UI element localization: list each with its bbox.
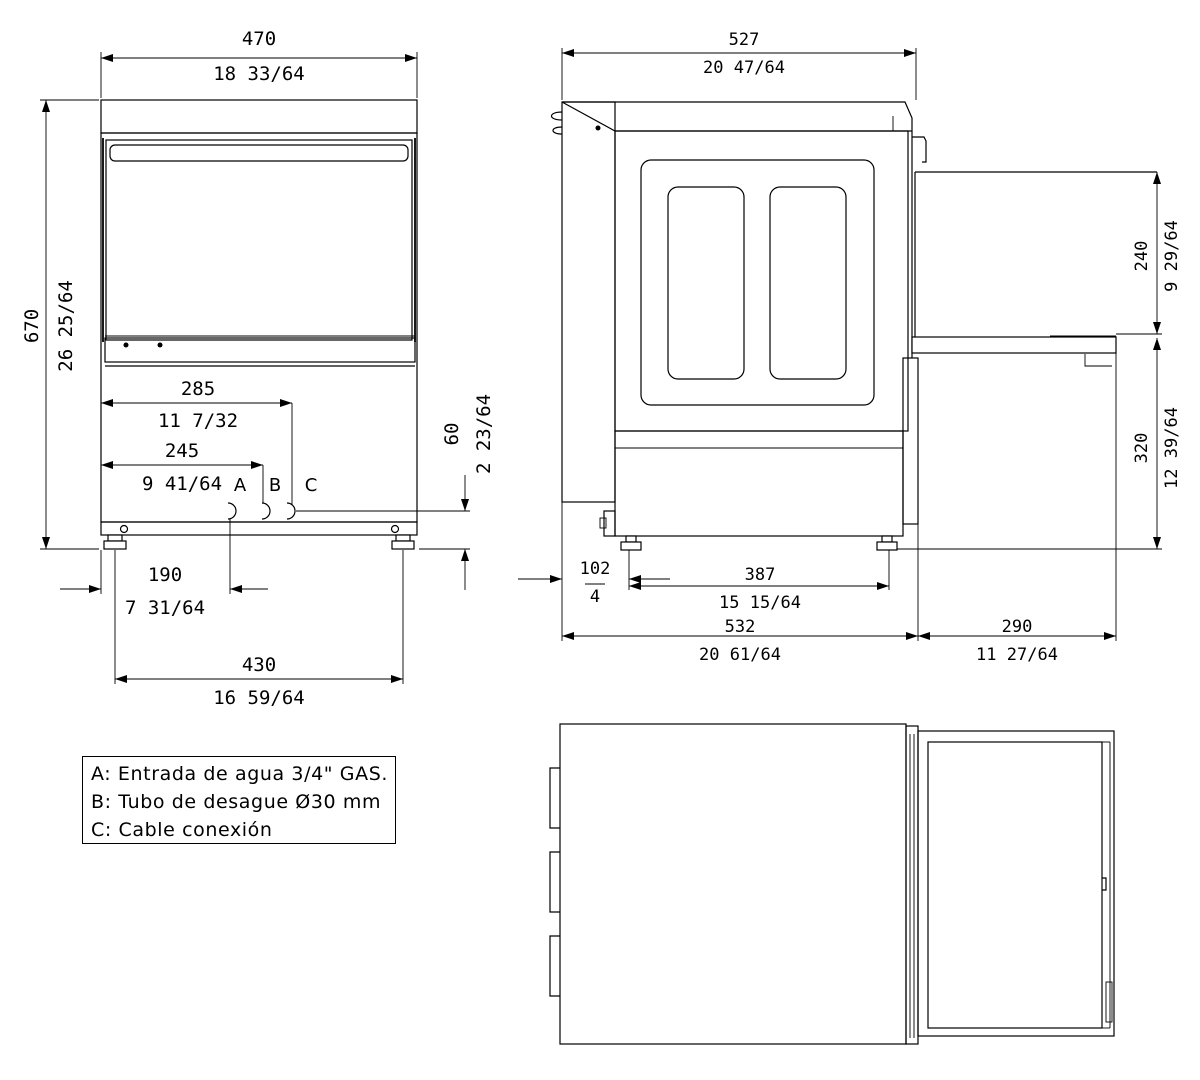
top-rear-hook (549, 935, 560, 997)
svg-text:470: 470 (242, 28, 276, 50)
legend-item-a: A: Entrada de agua 3/4" GAS. (91, 763, 388, 785)
side-open-door (911, 336, 1117, 354)
connection-a-symbol (227, 502, 237, 520)
front-body (100, 132, 418, 523)
svg-text:320: 320 (1132, 433, 1152, 464)
front-screw (390, 524, 400, 534)
svg-text:430: 430 (242, 654, 276, 676)
legend-item-b: B: Tubo de desague Ø30 mm (91, 791, 382, 813)
top-door-handle (1102, 877, 1107, 891)
side-rear-hook (550, 111, 563, 121)
legend-item-c: C: Cable conexión (91, 819, 273, 841)
side-foot-left (620, 535, 642, 551)
svg-text:190: 190 (148, 564, 182, 586)
front-indicator-light (157, 342, 163, 348)
front-foot-right (391, 534, 415, 550)
svg-text:670: 670 (21, 309, 43, 343)
top-rear-hook (549, 767, 560, 829)
side-window-left (667, 186, 745, 380)
front-screw (119, 524, 129, 534)
svg-text:290: 290 (1002, 617, 1033, 637)
front-control-strip (104, 337, 416, 363)
front-view: A B C 470 18 33/64 670 26 25/64 285 11 7… (21, 28, 495, 709)
point-label-c: C (305, 475, 318, 496)
dim-door-height: 320 12 39/64 (897, 338, 1182, 550)
dim-side-feet: 387 15 15/64 (628, 550, 890, 613)
svg-text:11 7/32: 11 7/32 (158, 410, 238, 432)
svg-text:12 39/64: 12 39/64 (1162, 407, 1182, 489)
connection-b-symbol (261, 502, 271, 520)
svg-text:20 47/64: 20 47/64 (703, 58, 785, 78)
side-connector (603, 510, 616, 537)
front-plinth (100, 521, 418, 536)
svg-text:532: 532 (725, 617, 756, 637)
top-view (549, 723, 1115, 1045)
top-rear-hook (549, 851, 560, 913)
dim-side-offset: 102 4 (518, 559, 670, 607)
dim-connection-height: 60 2 23/64 (296, 394, 495, 590)
side-rear-panel (561, 101, 616, 503)
dim-connection-a: 190 7 31/64 (60, 519, 268, 619)
dim-front-height: 670 26 25/64 (21, 99, 99, 550)
side-rear-hook (552, 126, 563, 135)
dim-rack-clearance: 240 9 29/64 (1116, 172, 1182, 335)
side-lid (561, 101, 913, 132)
side-view: 527 20 47/64 240 9 29/64 320 12 39/64 10… (518, 30, 1182, 665)
top-open-door (917, 730, 1115, 1037)
side-window-right (769, 186, 847, 380)
svg-text:15 15/64: 15 15/64 (719, 593, 801, 613)
svg-text:9 41/64: 9 41/64 (142, 473, 222, 495)
side-door-panel (640, 159, 875, 406)
side-rivet (595, 125, 601, 131)
svg-text:18 33/64: 18 33/64 (213, 63, 305, 85)
svg-text:16 59/64: 16 59/64 (213, 687, 305, 709)
top-body (559, 723, 907, 1045)
side-handle (912, 136, 927, 163)
front-foot-left (103, 534, 127, 550)
front-indicator-light (123, 342, 129, 348)
svg-text:240: 240 (1132, 241, 1152, 272)
svg-text:245: 245 (165, 440, 199, 462)
side-foot-right (876, 535, 898, 551)
front-handle-bar (109, 144, 409, 162)
svg-text:7 31/64: 7 31/64 (125, 597, 205, 619)
svg-text:11 27/64: 11 27/64 (976, 645, 1058, 665)
point-label-a: A (234, 475, 247, 496)
svg-text:9 29/64: 9 29/64 (1162, 220, 1182, 292)
dim-side-total-depth: 532 20 61/64 (561, 502, 919, 665)
svg-text:2 23/64: 2 23/64 (473, 394, 495, 474)
svg-text:285: 285 (181, 378, 215, 400)
point-label-b: B (269, 475, 281, 496)
connection-c-symbol (286, 502, 296, 520)
svg-text:60: 60 (441, 423, 463, 446)
svg-text:20 61/64: 20 61/64 (699, 645, 781, 665)
dim-door-open: 290 11 27/64 (918, 353, 1117, 665)
top-front-strip (905, 725, 919, 1045)
svg-text:4: 4 (590, 587, 600, 607)
front-window (105, 139, 413, 341)
dim-connection-c: 285 11 7/32 (101, 378, 293, 505)
svg-text:26 25/64: 26 25/64 (55, 280, 77, 372)
svg-text:102: 102 (580, 559, 611, 579)
side-lower-body (614, 430, 904, 537)
front-lid (100, 99, 418, 134)
legend-box: A: Entrada de agua 3/4" GAS. B: Tubo de … (82, 756, 396, 844)
dim-connection-b: 245 9 41/64 (101, 440, 264, 503)
side-body (614, 130, 909, 432)
dim-front-feet: 430 16 59/64 (114, 550, 404, 709)
dim-side-depth: 527 20 47/64 (561, 30, 917, 100)
side-front-strip (902, 357, 919, 525)
dim-front-width: 470 18 33/64 (100, 28, 418, 98)
svg-text:387: 387 (745, 565, 776, 585)
svg-text:527: 527 (729, 30, 760, 50)
